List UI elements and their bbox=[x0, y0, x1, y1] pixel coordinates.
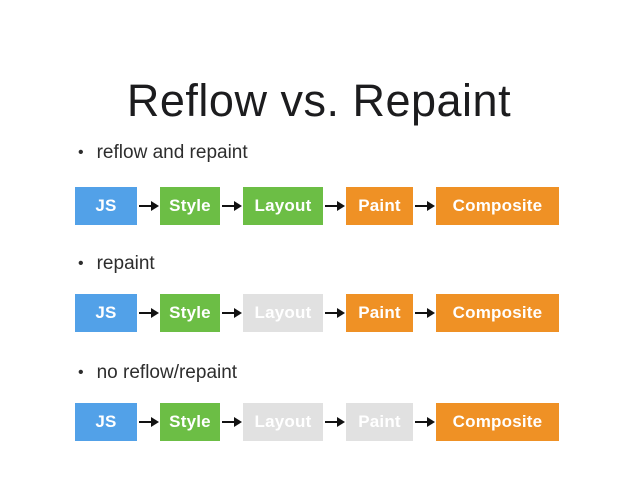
arrow-right-icon bbox=[413, 201, 436, 211]
page-title: Reflow vs. Repaint bbox=[126, 75, 512, 127]
bullet-icon: • bbox=[78, 144, 84, 161]
stage-js: JS bbox=[75, 294, 137, 332]
bullet-repaint: • repaint bbox=[78, 253, 155, 275]
stage-style: Style bbox=[160, 403, 220, 441]
arrow-right-icon bbox=[220, 201, 243, 211]
stage-composite: Composite bbox=[436, 187, 559, 225]
pipeline-repaint: JS Style Layout Paint Composite bbox=[75, 294, 559, 332]
bullet-reflow-and-repaint: • reflow and repaint bbox=[78, 142, 248, 164]
arrow-right-icon bbox=[413, 308, 436, 318]
arrow-right-icon bbox=[220, 308, 243, 318]
stage-layout: Layout bbox=[243, 187, 323, 225]
stage-js: JS bbox=[75, 403, 137, 441]
stage-composite: Composite bbox=[436, 403, 559, 441]
bullet-label: reflow and repaint bbox=[96, 142, 248, 163]
arrow-right-icon bbox=[137, 308, 160, 318]
bullet-icon: • bbox=[78, 255, 84, 272]
stage-layout: Layout bbox=[243, 294, 323, 332]
pipeline-reflow-and-repaint: JS Style Layout Paint Composite bbox=[75, 187, 559, 225]
stage-style: Style bbox=[160, 187, 220, 225]
bullet-label: repaint bbox=[96, 253, 155, 274]
stage-style: Style bbox=[160, 294, 220, 332]
arrow-right-icon bbox=[323, 201, 346, 211]
arrow-right-icon bbox=[137, 417, 160, 427]
arrow-right-icon bbox=[413, 417, 436, 427]
stage-layout: Layout bbox=[243, 403, 323, 441]
bullet-icon: • bbox=[78, 364, 84, 381]
stage-paint: Paint bbox=[346, 294, 413, 332]
arrow-right-icon bbox=[220, 417, 243, 427]
arrow-right-icon bbox=[323, 308, 346, 318]
pipeline-no-reflow-repaint: JS Style Layout Paint Composite bbox=[75, 403, 559, 441]
stage-paint: Paint bbox=[346, 403, 413, 441]
arrow-right-icon bbox=[323, 417, 346, 427]
bullet-no-reflow-repaint: • no reflow/repaint bbox=[78, 362, 238, 384]
bullet-label: no reflow/repaint bbox=[96, 362, 238, 383]
stage-paint: Paint bbox=[346, 187, 413, 225]
arrow-right-icon bbox=[137, 201, 160, 211]
stage-composite: Composite bbox=[436, 294, 559, 332]
stage-js: JS bbox=[75, 187, 137, 225]
